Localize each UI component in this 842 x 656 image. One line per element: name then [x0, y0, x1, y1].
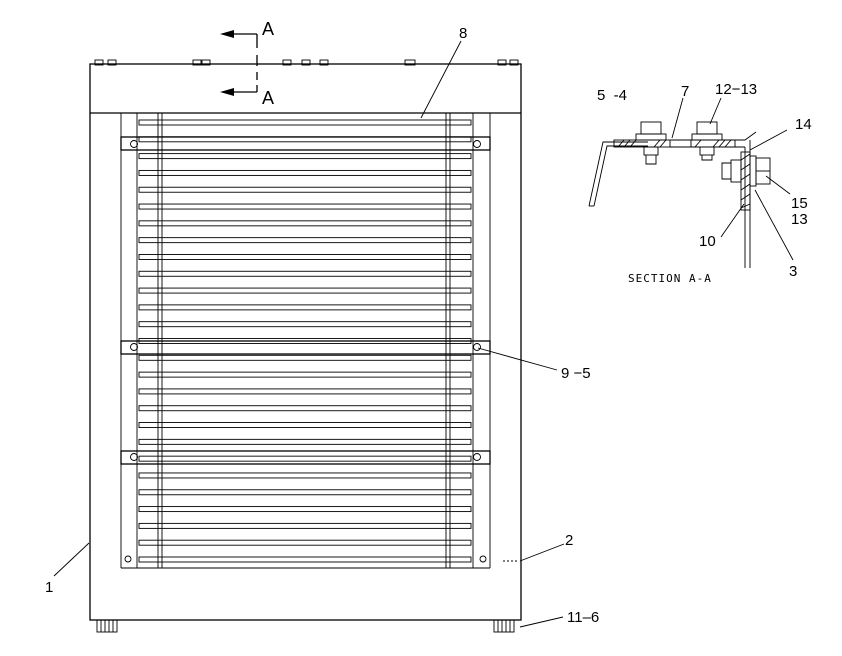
louver-slat — [138, 455, 472, 462]
section-marker-bottom: A — [262, 88, 274, 108]
callout-3: 3 — [789, 263, 797, 280]
callout-1: 1 — [45, 579, 53, 596]
louver-slat — [138, 438, 472, 445]
louver-slat — [138, 354, 472, 361]
callout-13: 13 — [791, 211, 808, 228]
louver-slat — [138, 220, 472, 227]
louver-slat — [138, 186, 472, 193]
section-caption: SECTION A-A — [628, 272, 712, 285]
bottom-bolts — [96, 619, 515, 633]
louver-slat — [138, 203, 472, 210]
louver-slat — [138, 270, 472, 277]
leader-lines — [53, 40, 794, 628]
louver-slat — [138, 422, 472, 428]
outer-frame — [89, 63, 522, 621]
section-marker-top: A — [262, 19, 274, 39]
cross-bar-top — [120, 136, 491, 151]
section-a-a-detail — [588, 121, 771, 268]
louver-slat — [138, 472, 472, 479]
louver-slat — [138, 237, 472, 244]
louver-grille — [136, 112, 474, 569]
louver-slat — [138, 405, 472, 412]
cross-bar-lower — [120, 450, 491, 465]
callout-15: 15 — [791, 195, 808, 212]
louver-slat — [138, 321, 472, 328]
bottom-corner-holes — [124, 555, 487, 563]
callout-14: 14 — [795, 116, 812, 133]
cross-bar-middle — [120, 340, 491, 355]
louver-slat — [138, 506, 472, 513]
callout-7: 7 — [681, 83, 689, 100]
louver-slats — [138, 119, 472, 563]
louver-slat — [138, 287, 472, 294]
louver-slat — [138, 388, 472, 395]
louver-slat — [138, 169, 472, 176]
louver-slat — [138, 119, 472, 126]
arrow-left-icon — [220, 30, 234, 38]
louver-slat — [138, 254, 472, 260]
louver-slat — [138, 371, 472, 378]
callout-5-4: 5 -4 — [597, 87, 627, 104]
callout-9-5: 9 −5 — [561, 365, 591, 382]
arrow-left-icon — [220, 88, 234, 96]
louver-slat — [138, 522, 472, 529]
callout-8: 8 — [459, 25, 467, 42]
louver-slat — [138, 153, 472, 160]
louver-slat — [138, 556, 472, 563]
top-bolts — [94, 59, 519, 66]
louver-slat — [138, 489, 472, 496]
louver-slat — [138, 304, 472, 311]
callout-11-6: 11–6 — [567, 609, 599, 626]
louver-slat — [138, 539, 472, 546]
callout-10: 10 — [699, 233, 716, 250]
callout-12-13: 12−13 — [715, 81, 757, 98]
callout-2: 2 — [565, 532, 573, 549]
section-cut-line — [220, 30, 258, 96]
